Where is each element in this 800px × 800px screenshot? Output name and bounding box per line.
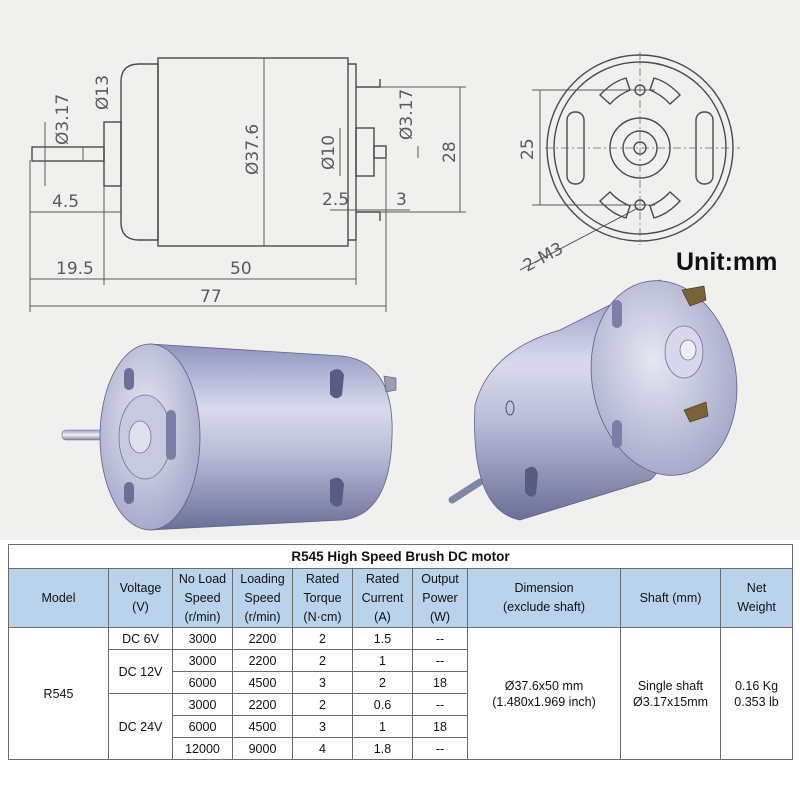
dim-height-28: 28 xyxy=(440,141,460,163)
dim-body-diameter: Ø37.6 xyxy=(243,124,263,175)
cell-rated-torque: 2 xyxy=(292,649,353,672)
table-row: DC 12V 3000 2200 2 1 -- xyxy=(9,649,793,694)
cell-loading-speed: 2200 xyxy=(232,649,293,672)
cell-loading-speed: 2200 xyxy=(232,627,293,650)
dim-terminal-2-5: 2.5 xyxy=(322,190,349,210)
dim-boss-4-5: 4.5 xyxy=(52,192,79,212)
cell-voltage: DC 6V xyxy=(108,627,173,650)
dimension-lines xyxy=(29,58,655,312)
cell-output-power: -- xyxy=(412,649,468,672)
cell-output-power: -- xyxy=(412,737,468,760)
dim-rear-shaft-diameter: Ø3.17 xyxy=(397,89,417,140)
cell-no-load-speed: 6000 xyxy=(172,715,233,738)
table-title: R545 High Speed Brush DC motor xyxy=(7,544,794,569)
cell-rated-torque: 4 xyxy=(292,737,353,760)
dim-shaft-19-5: 19.5 xyxy=(56,259,94,279)
header-voltage: Voltage (V) xyxy=(108,568,173,628)
render-rear-view xyxy=(448,279,738,521)
cell-no-load-speed: 6000 xyxy=(172,671,233,694)
header-model: Model xyxy=(8,568,109,628)
dim-rear-boss-diameter: Ø10 xyxy=(319,135,339,170)
drawing-canvas: Ø3.17 Ø13 Ø37.6 Ø10 Ø3.17 28 25 4.5 2.5 … xyxy=(29,52,777,531)
cell-no-load-speed: 3000 xyxy=(172,693,233,716)
side-rear-cap xyxy=(348,63,357,241)
cell-output-power: 18 xyxy=(412,715,468,738)
cell-loading-speed: 9000 xyxy=(232,737,293,760)
cell-loading-speed: 4500 xyxy=(232,715,293,738)
header-rated-torque: Rated Torque (N·cm) xyxy=(292,568,353,628)
dim-total-77: 77 xyxy=(200,287,222,307)
cell-rated-current: 1.8 xyxy=(352,737,413,760)
cell-rated-torque: 3 xyxy=(292,671,353,694)
side-rear-shaft xyxy=(373,145,387,159)
side-body xyxy=(157,57,349,247)
cell-dimension: Ø37.6x50 mm (1.480x1.969 inch) xyxy=(467,627,621,760)
unit-label: Unit:mm xyxy=(676,248,777,276)
table-row: 6000 4500 3 2 18 xyxy=(9,671,793,694)
cell-no-load-speed: 3000 xyxy=(172,649,233,672)
header-net-weight: Net Weight xyxy=(719,568,794,628)
header-dimension: Dimension (exclude shaft) xyxy=(467,568,621,628)
cell-rated-current: 0.6 xyxy=(352,693,413,716)
side-front-boss xyxy=(103,121,122,187)
cell-rated-current: 1.5 xyxy=(352,627,413,650)
side-front-cap xyxy=(120,63,159,241)
dim-terminal-3: 3 xyxy=(396,190,407,210)
technical-drawing: Ø3.17 Ø13 Ø37.6 Ø10 Ø3.17 28 25 4.5 2.5 … xyxy=(0,0,800,540)
dim-body-50: 50 xyxy=(230,259,252,279)
header-shaft: Shaft (mm) xyxy=(620,568,721,628)
render-front-view xyxy=(61,343,397,531)
cell-rated-torque: 2 xyxy=(292,627,353,650)
table-row: R545 DC 6V 3000 2200 2 1.5 -- Ø37.6x50 m… xyxy=(8,627,794,760)
cell-loading-speed: 4500 xyxy=(232,671,293,694)
cell-output-power: -- xyxy=(412,693,468,716)
cell-voltage: DC 24V xyxy=(108,693,173,760)
cell-net-weight: 0.16 Kg 0.353 lb xyxy=(719,627,794,760)
cell-rated-current: 2 xyxy=(352,671,413,694)
cell-rated-torque: 3 xyxy=(292,715,353,738)
dim-shaft-diameter: Ø3.17 xyxy=(53,94,73,145)
cell-no-load-speed: 12000 xyxy=(172,737,233,760)
cell-no-load-speed: 3000 xyxy=(172,627,233,650)
dim-mount-holes: 2-M3 xyxy=(520,239,567,277)
header-output-power: Output Power (W) xyxy=(412,568,468,628)
side-rear-boss xyxy=(355,127,375,177)
side-shaft xyxy=(31,146,105,162)
cell-loading-speed: 2200 xyxy=(232,693,293,716)
cell-rated-current: 1 xyxy=(352,715,413,738)
header-loading-speed: Loading Speed (r/min) xyxy=(232,568,293,628)
cell-voltage: DC 12V xyxy=(108,649,173,694)
dim-width-25: 25 xyxy=(518,138,538,160)
table-row: DC 24V 3000 2200 2 0.6 -- xyxy=(9,693,793,760)
cell-output-power: 18 xyxy=(412,671,468,694)
table-row: 12000 9000 4 1.8 -- xyxy=(9,737,793,760)
side-terminals xyxy=(356,79,381,221)
cell-rated-torque: 2 xyxy=(292,693,353,716)
dim-boss-diameter: Ø13 xyxy=(93,75,113,110)
spec-table: R545 High Speed Brush DC motor Model Vol… xyxy=(7,544,794,760)
header-no-load-speed: No Load Speed (r/min) xyxy=(172,568,233,628)
header-rated-current: Rated Current (A) xyxy=(352,568,413,628)
cell-model: R545 xyxy=(8,627,109,760)
header-row: Model Voltage (V) No Load Speed (r/min) … xyxy=(8,568,794,628)
cell-rated-current: 1 xyxy=(352,649,413,672)
cell-output-power: -- xyxy=(412,627,468,650)
cell-shaft: Single shaft Ø3.17x15mm xyxy=(620,627,721,760)
